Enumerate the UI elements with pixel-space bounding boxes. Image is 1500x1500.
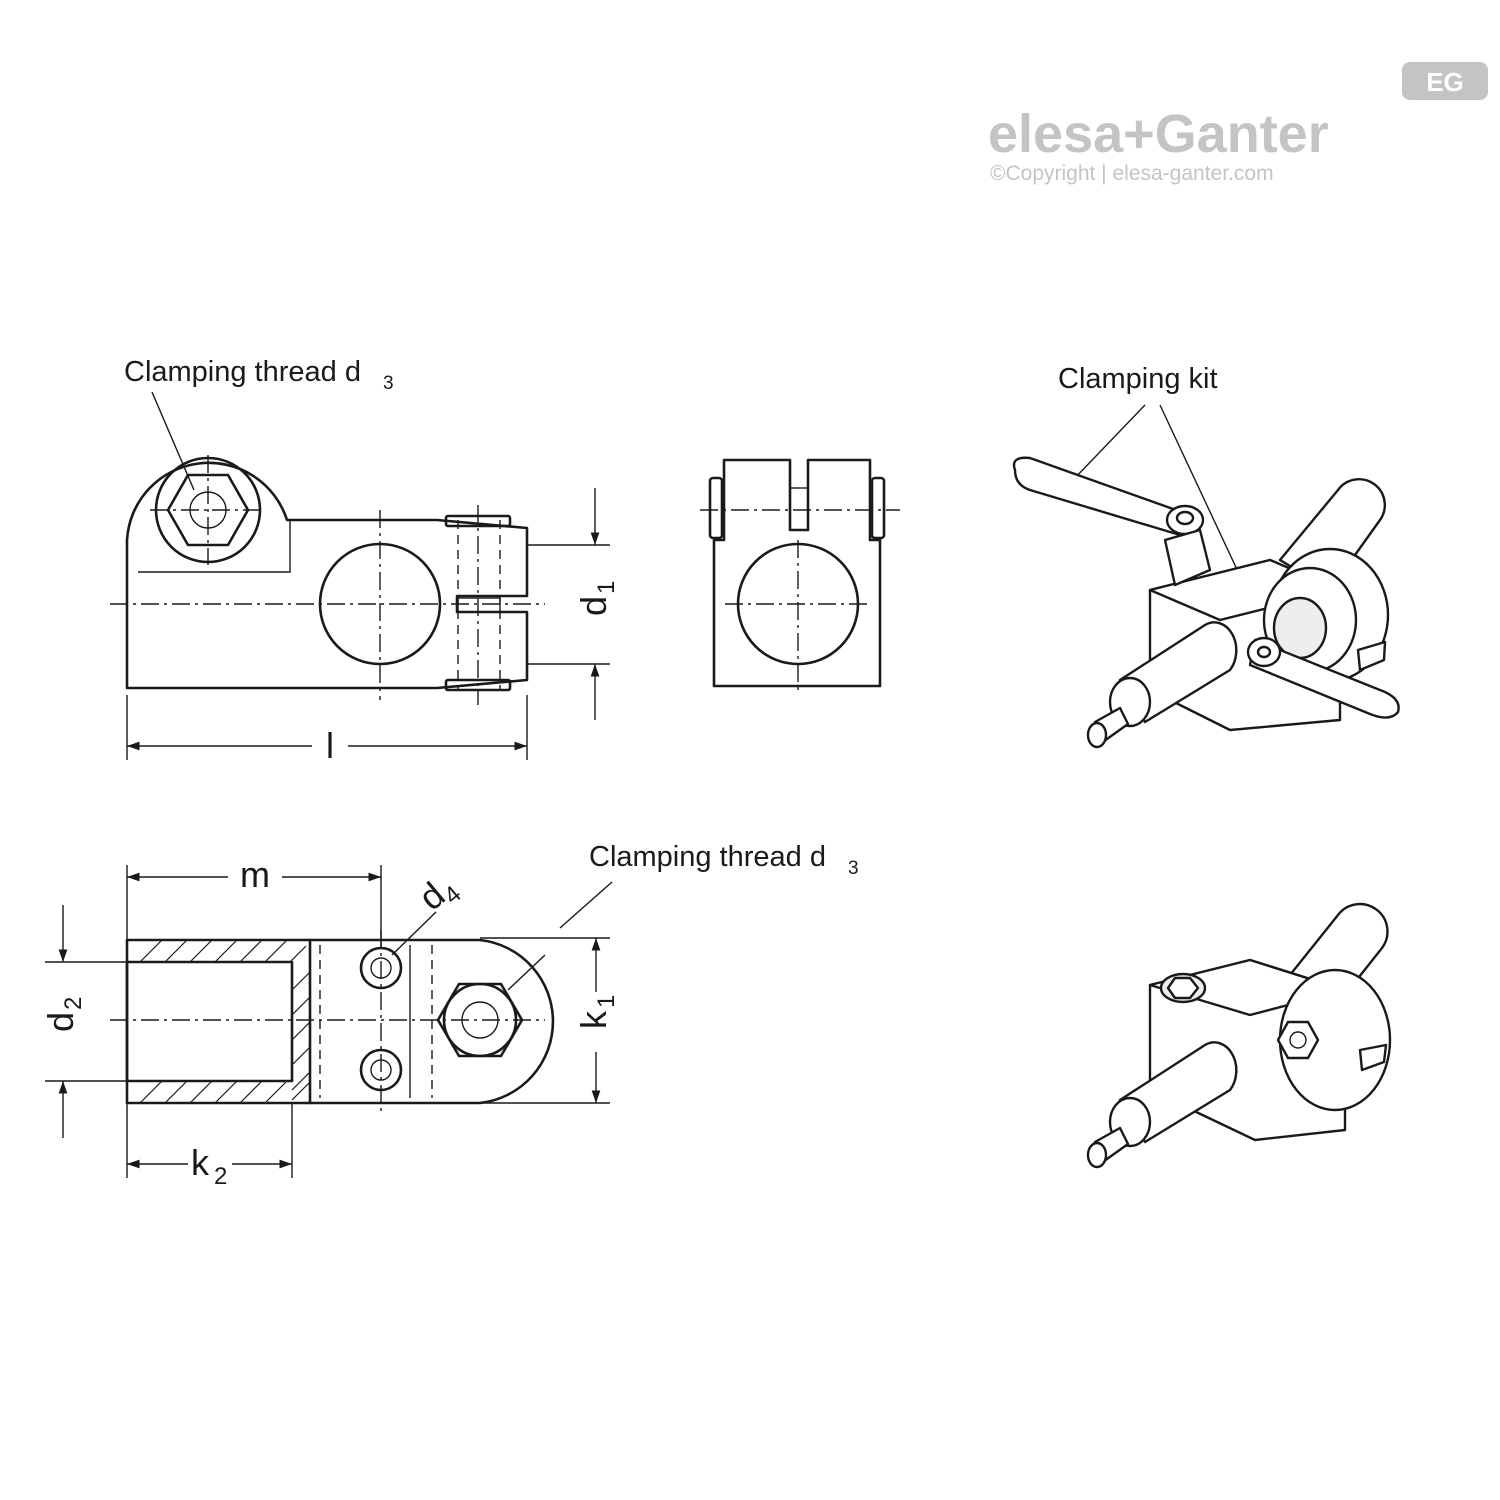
brand-badge xyxy=(1402,62,1488,100)
front-view xyxy=(700,458,900,690)
dim-d1: d xyxy=(573,596,614,616)
copyright-text: ©Copyright | elesa-ganter.com xyxy=(990,162,1274,185)
dim-d2: d xyxy=(40,1012,81,1032)
label-clamping-thread-top: Clamping thread d xyxy=(124,356,361,388)
dim-k1: k xyxy=(573,1010,614,1029)
dim-d2-sub: 2 xyxy=(60,997,87,1010)
dim-m: m xyxy=(240,854,270,895)
brand-logo: EG elesa+Ganter ©Copyright | elesa-gante… xyxy=(988,62,1488,185)
dim-d1-sub: 1 xyxy=(593,581,620,594)
hatch-area xyxy=(139,939,311,1104)
dim-k2: k xyxy=(191,1142,210,1183)
brand-badge-text: EG xyxy=(1426,67,1464,97)
dim-l: l xyxy=(326,725,334,766)
dim-k2-sub: 2 xyxy=(214,1163,227,1190)
iso-view xyxy=(1086,902,1392,1169)
top-view: d 2 k 1 m k 2 d 4 Clamping th xyxy=(40,841,859,1190)
label-clamping-thread-bottom-sub: 3 xyxy=(848,858,859,879)
iso-view-with-clamping-kit: Clamping kit xyxy=(1012,363,1400,749)
label-clamping-kit: Clamping kit xyxy=(1058,363,1218,395)
label-clamping-thread-top-sub: 3 xyxy=(383,373,394,394)
dim-k1-sub: 1 xyxy=(593,995,620,1008)
side-view: d 1 l Clamping thread d 3 xyxy=(110,356,620,766)
label-clamping-thread-bottom: Clamping thread d xyxy=(589,841,826,873)
brand-name: elesa+Ganter xyxy=(988,104,1329,164)
